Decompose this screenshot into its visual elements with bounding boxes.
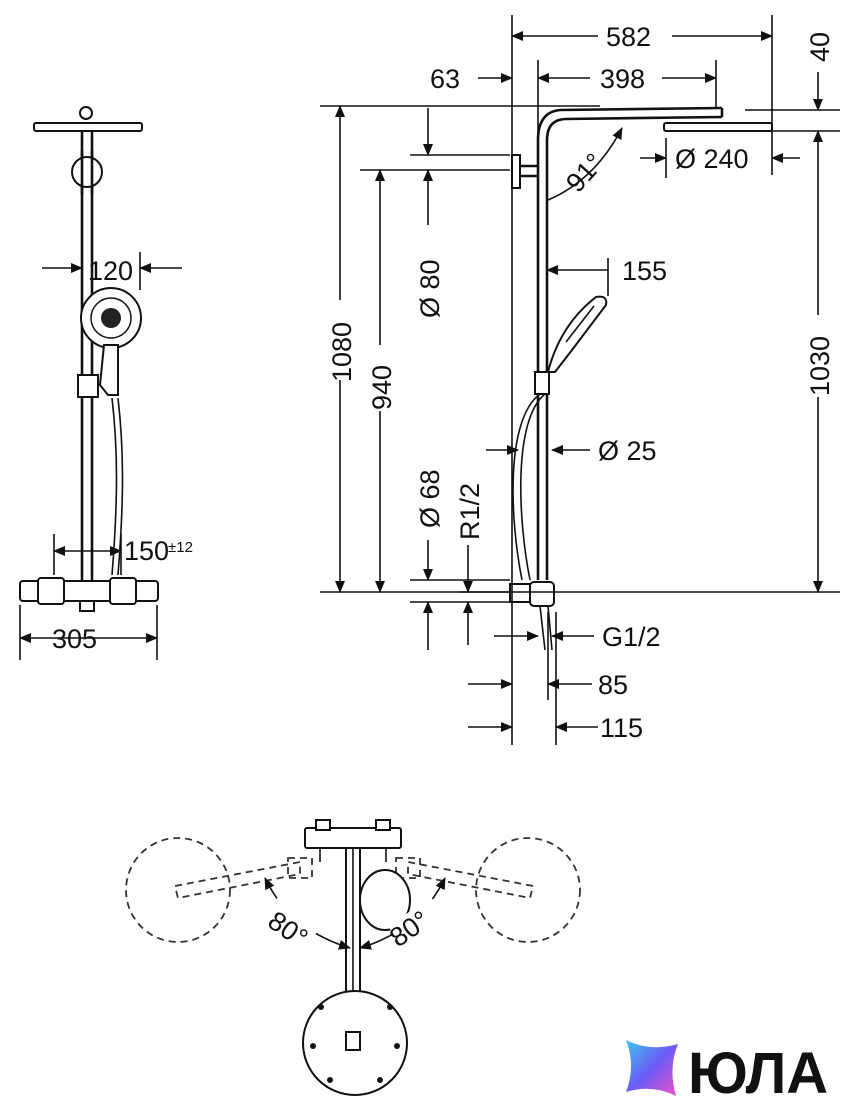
dim-escutcheon-diameter: Ø 68 xyxy=(415,469,445,528)
top-swivel-circle-left xyxy=(125,837,231,943)
side-view: 582 63 398 40 Ø 240 91° 155 1080 940 Ø xyxy=(320,15,840,745)
front-hand-shower-handle xyxy=(98,344,119,396)
dim-head-width: 120 xyxy=(88,256,133,286)
dim-outlet-thread: G1/2 xyxy=(602,622,661,652)
side-overhead-head xyxy=(663,122,773,132)
side-wall-bracket xyxy=(511,154,521,189)
dim-bracket-diameter: Ø 80 xyxy=(415,259,445,318)
side-escutcheon xyxy=(509,583,531,603)
top-swivel-arm-left xyxy=(173,860,301,900)
dim-arm-above-outlet: 1030 xyxy=(805,336,835,396)
dim-total-reach: 582 xyxy=(606,22,651,52)
dim-total-height: 1080 xyxy=(327,322,357,382)
front-wall-bracket xyxy=(71,156,103,188)
dim-bar-spacing: 150 xyxy=(124,536,169,566)
dim-arm-length: 398 xyxy=(600,64,645,94)
top-swivel-circle-right xyxy=(475,837,581,943)
front-slider xyxy=(77,374,99,398)
front-view: 120 150 ±12 305 xyxy=(19,106,193,660)
dim-hose-diameter: Ø 25 xyxy=(598,436,657,466)
dim-bar-spacing-tolerance: ±12 xyxy=(168,539,193,556)
dim-head-thickness: 40 xyxy=(805,32,835,62)
dim-mixer-depth: 85 xyxy=(598,670,628,700)
dim-head-diameter: Ø 240 xyxy=(675,144,749,174)
top-view: 80° 80° xyxy=(125,819,581,1096)
front-top-knob xyxy=(79,106,93,120)
dim-inlet-thread: R1/2 xyxy=(455,483,485,540)
dim-hand-shower-reach: 155 xyxy=(622,256,667,286)
brand-logo: ЮЛА xyxy=(626,1040,828,1100)
side-slider xyxy=(534,371,550,395)
top-swivel-arm-right xyxy=(407,860,535,900)
logo-text: ЮЛА xyxy=(688,1041,828,1100)
front-hose xyxy=(111,397,118,576)
side-hand-shower xyxy=(546,295,608,373)
dim-total-depth: 115 xyxy=(600,713,643,743)
side-mixer-body xyxy=(529,581,555,607)
side-hose xyxy=(512,393,541,581)
dim-wall-offset: 63 xyxy=(430,64,460,94)
dim-mixer-width: 305 xyxy=(52,624,97,654)
star-gradient-icon xyxy=(626,1040,678,1096)
front-overhead-plate xyxy=(33,122,143,132)
dim-overhead-height: 940 xyxy=(367,365,397,410)
